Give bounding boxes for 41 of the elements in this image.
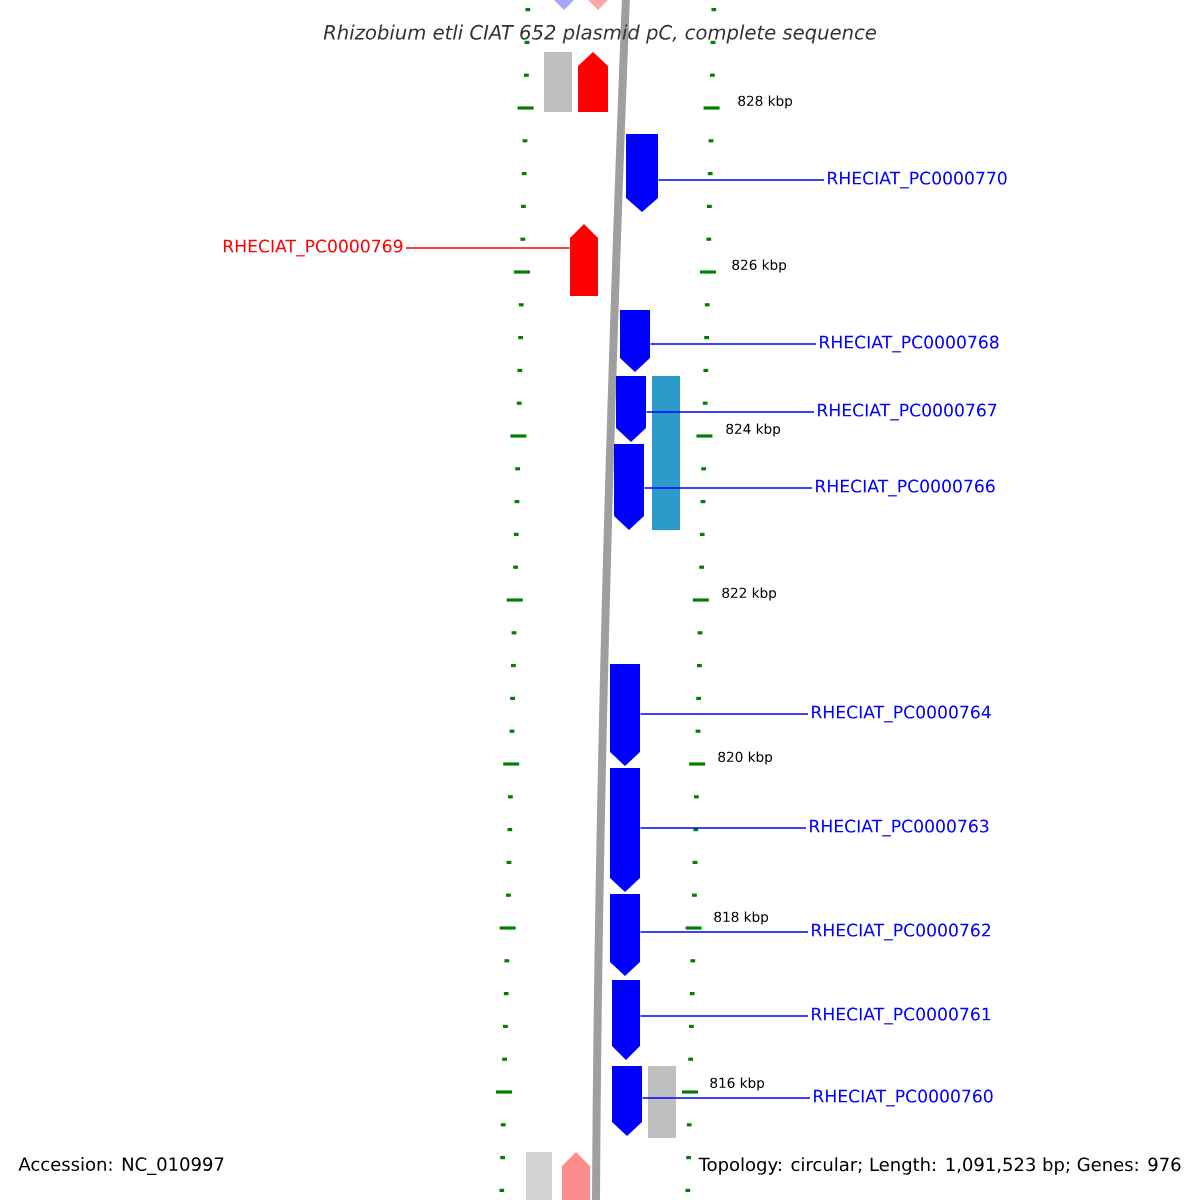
gene-label: RHECIAT_PC0000763: [810, 819, 989, 837]
gene-bar: [648, 1066, 676, 1138]
title: Rhizobium etli CIAT 652 plasmid pC, complete sequence: [323, 24, 876, 44]
gene-bar: [544, 52, 572, 112]
leader-line: [639, 827, 807, 829]
gene-bar: [578, 52, 608, 112]
gene-label: RHECIAT_PC0000761: [812, 1007, 991, 1025]
gene-bar: [620, 310, 650, 372]
leader-line: [643, 487, 813, 489]
gene-label: RHECIAT_PC0000768: [820, 335, 999, 353]
leader-line: [657, 179, 825, 181]
gene-label: RHECIAT_PC0000769: [223, 239, 403, 257]
leader-line: [405, 247, 571, 249]
gene-bar: [584, 0, 612, 10]
gene-bar: [610, 894, 640, 976]
gene-bar: [614, 444, 644, 530]
leader-line: [639, 1015, 809, 1017]
gene-label: RHECIAT_PC0000766: [816, 479, 995, 497]
leader-line: [641, 1097, 811, 1099]
gene-bar: [612, 1066, 642, 1136]
gene-bar: [570, 224, 598, 296]
gene-label: RHECIAT_PC0000762: [812, 923, 991, 941]
gene-label: RHECIAT_PC0000760: [814, 1089, 993, 1107]
gene-bar: [562, 1152, 590, 1200]
gene-bar: [612, 980, 640, 1060]
gene-bar: [526, 1152, 552, 1200]
leader-line: [639, 713, 809, 715]
gene-bar: [616, 376, 646, 442]
gene-label: RHECIAT_PC0000770: [828, 171, 1007, 189]
gene-bar: [652, 376, 680, 530]
gene-bar: [610, 768, 640, 892]
leader-line: [645, 411, 815, 413]
leader-line: [639, 931, 809, 933]
gene-bar: [550, 0, 578, 10]
gene-label: RHECIAT_PC0000767: [818, 403, 997, 421]
gene-bar: [610, 664, 640, 766]
leader-line: [649, 343, 817, 345]
gene-bar: [626, 134, 658, 212]
gene-label: RHECIAT_PC0000764: [812, 705, 991, 723]
summary-text: Topology: circular; Length: 1,091,523 bp; Genes: 976: [696, 1155, 1184, 1177]
accession-text: Accession: NC_010997: [18, 1157, 224, 1175]
